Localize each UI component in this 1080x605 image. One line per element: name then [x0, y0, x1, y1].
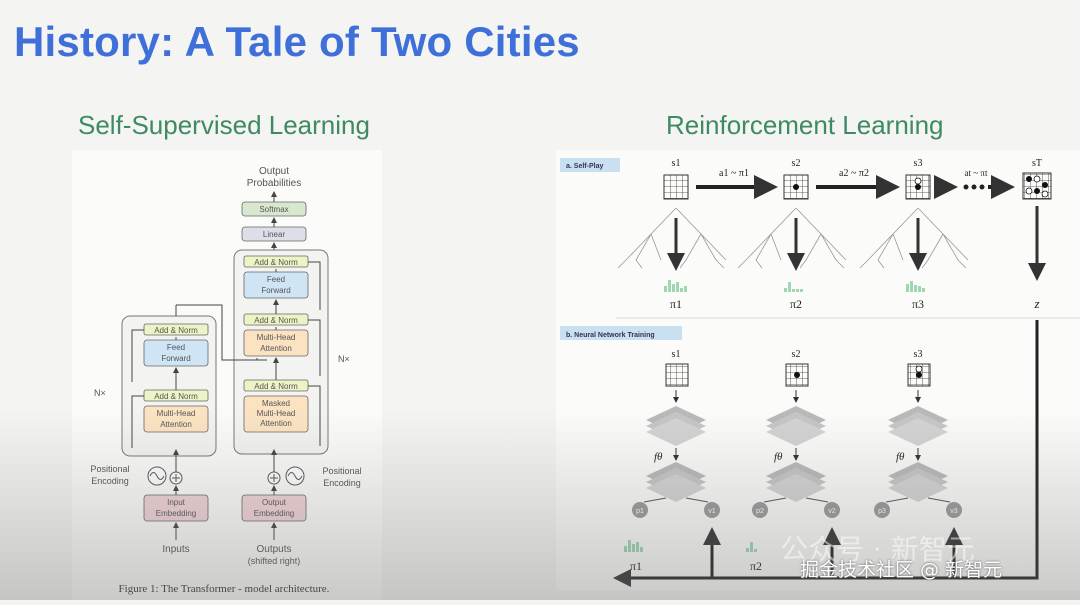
- transformer-diagram: Output Probabilities Softmax Linear Add …: [90, 166, 361, 595]
- svg-text:Feed: Feed: [267, 275, 285, 284]
- network-stacks: [646, 390, 948, 502]
- nn-training-tag: [560, 326, 682, 340]
- svg-text:at ~ πt: at ~ πt: [965, 168, 988, 178]
- masked-multi-head-attention: [243, 395, 309, 433]
- self-supervised-heading: Self-Supervised Learning: [78, 110, 370, 140]
- output-probabilities-label-2: Probabilities: [247, 178, 301, 189]
- svg-text:Output: Output: [262, 498, 287, 507]
- encoder-nx-label: N×: [94, 388, 106, 398]
- outcome-z: z: [1033, 296, 1039, 311]
- svg-text:p3: p3: [878, 508, 886, 515]
- svg-text:fθ: fθ: [774, 451, 783, 463]
- svg-text:π1: π1: [670, 297, 682, 311]
- decoder-add-norm-3: Add & Norm: [254, 258, 298, 267]
- svg-text:Multi-Head: Multi-Head: [157, 409, 196, 418]
- self-play-boards: [663, 172, 1052, 200]
- svg-text:Masked: Masked: [262, 399, 290, 408]
- source-credit: 掘金技术社区 @ 新智元: [800, 559, 1003, 581]
- search-trees: [617, 207, 969, 269]
- svg-text:s1: s1: [672, 349, 681, 360]
- svg-text:s2: s2: [792, 158, 801, 169]
- svg-text:Positional: Positional: [90, 464, 129, 474]
- svg-text:Input: Input: [167, 498, 186, 507]
- svg-text:s2: s2: [792, 349, 801, 360]
- alphazero-diagram: a. Self-Play b. Neural Network Training …: [560, 158, 1080, 587]
- svg-text:Multi-Head: Multi-Head: [257, 333, 296, 342]
- svg-text:s1: s1: [672, 158, 681, 169]
- slide-title: History: A Tale of Two Cities: [14, 18, 580, 65]
- svg-text:fθ: fθ: [896, 451, 905, 463]
- outputs-label: Outputs: [256, 544, 291, 555]
- svg-text:p1: p1: [636, 508, 644, 515]
- svg-text:Feed: Feed: [167, 343, 185, 352]
- svg-text:Attention: Attention: [160, 420, 192, 429]
- svg-text:v2: v2: [828, 508, 836, 515]
- policy-histograms: [664, 280, 925, 292]
- svg-text:Attention: Attention: [260, 344, 292, 353]
- svg-text:s3: s3: [914, 349, 923, 360]
- encoder-multi-head-attention: [143, 405, 209, 433]
- alphazero-figure: a. Self-Play b. Neural Network Training …: [556, 150, 1080, 590]
- svg-text:p2: p2: [756, 508, 764, 515]
- svg-text:s3: s3: [914, 158, 923, 169]
- svg-text:π2: π2: [790, 297, 802, 311]
- svg-text:a. Self-Play: a. Self-Play: [566, 163, 603, 170]
- svg-text:v3: v3: [950, 508, 958, 515]
- pv-nodes: [632, 502, 962, 518]
- svg-text:v1: v1: [708, 508, 716, 515]
- svg-text:Attention: Attention: [260, 419, 292, 428]
- encoder-add-norm-1: Add & Norm: [154, 392, 198, 401]
- figure-caption: Figure 1: The Transformer - model archit…: [119, 583, 330, 595]
- transformer-figure: Output Probabilities Softmax Linear Add …: [72, 150, 382, 600]
- outputs-shifted-label: (shifted right): [248, 556, 301, 566]
- wechat-watermark: 公众号 · 新智元: [780, 533, 975, 566]
- encoder-block: [121, 315, 217, 457]
- svg-text:Multi-Head: Multi-Head: [257, 409, 296, 418]
- svg-text:Encoding: Encoding: [323, 478, 361, 488]
- decoder-add-norm-2: Add & Norm: [254, 316, 298, 325]
- softmax-label: Softmax: [259, 205, 288, 214]
- pv-connectors: [643, 497, 951, 503]
- svg-text:b. Neural Network Training: b. Neural Network Training: [566, 332, 655, 339]
- svg-text:π1: π1: [630, 559, 642, 573]
- svg-text:a2 ~ π2: a2 ~ π2: [839, 168, 869, 179]
- svg-text:Forward: Forward: [261, 286, 290, 295]
- output-probabilities-label-1: Output: [259, 166, 289, 177]
- svg-text:Encoding: Encoding: [91, 476, 129, 486]
- inputs-label: Inputs: [162, 544, 189, 555]
- svg-text:Embedding: Embedding: [156, 509, 196, 518]
- encoder-add-norm-2: Add & Norm: [154, 326, 198, 335]
- self-play-tag: [560, 158, 620, 172]
- decoder-nx-label: N×: [338, 354, 350, 364]
- svg-text:a1 ~ π1: a1 ~ π1: [719, 168, 749, 179]
- reinforcement-heading: Reinforcement Learning: [666, 110, 944, 140]
- svg-text:Positional: Positional: [322, 466, 361, 476]
- svg-text:fθ: fθ: [654, 451, 663, 463]
- svg-text:sT: sT: [1032, 158, 1042, 169]
- svg-text:Forward: Forward: [161, 354, 190, 363]
- svg-text:π3: π3: [912, 297, 924, 311]
- decoder-add-norm-1: Add & Norm: [254, 382, 298, 391]
- svg-text:Embedding: Embedding: [254, 509, 294, 518]
- svg-text:π2: π2: [750, 559, 762, 573]
- linear-label: Linear: [263, 230, 286, 239]
